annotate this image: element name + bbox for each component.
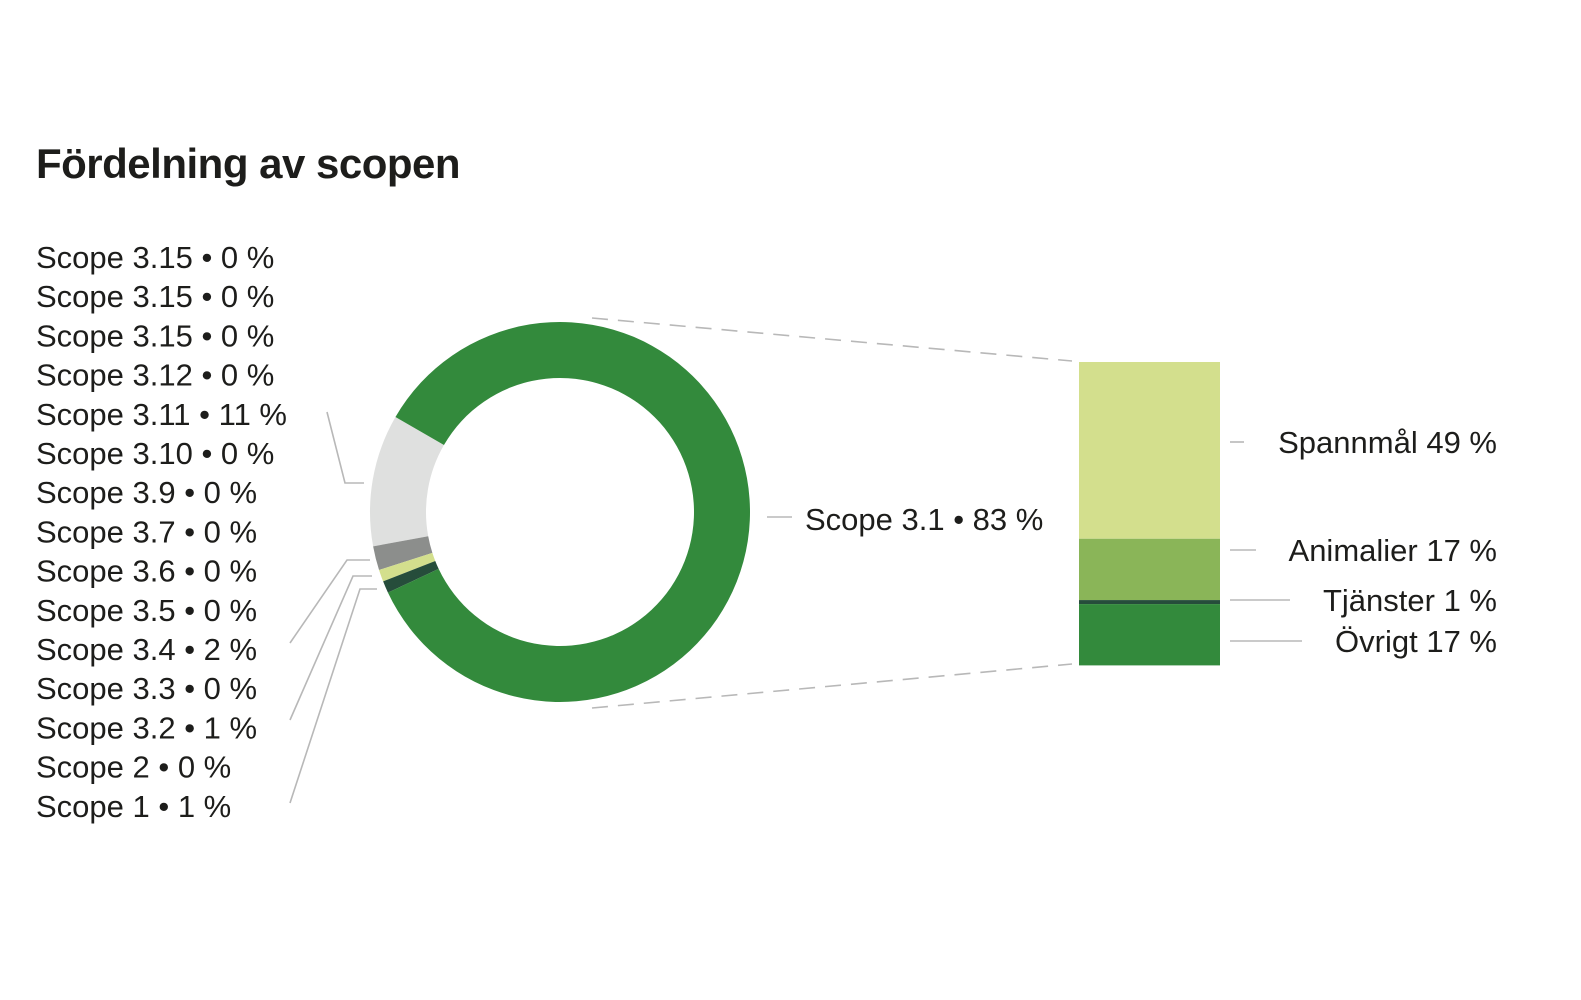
leader-scope-3-2 bbox=[289, 575, 372, 721]
legend-item: Scope 3.2 • 1 % bbox=[36, 710, 257, 745]
legend-item: Scope 3.15 • 0 % bbox=[36, 279, 274, 314]
legend-item: Scope 3.6 • 0 % bbox=[36, 554, 257, 589]
leader-lines bbox=[289, 317, 1073, 804]
legend-item: Scope 3.3 • 0 % bbox=[36, 671, 257, 706]
zoom-connector-top bbox=[591, 317, 1073, 362]
bar-label: Tjänster 1 % bbox=[1323, 583, 1497, 618]
bar-segment-spannmål bbox=[1079, 362, 1220, 539]
legend-item: Scope 3.4 • 2 % bbox=[36, 632, 257, 667]
legend-item: Scope 3.12 • 0 % bbox=[36, 358, 274, 393]
bar-segment-tjänster bbox=[1079, 600, 1220, 605]
leader-scope-3-11 bbox=[326, 411, 364, 484]
bar-segment-övrigt bbox=[1079, 604, 1220, 666]
leader-scope-3-4 bbox=[289, 559, 370, 644]
leader-scope-1 bbox=[289, 588, 377, 804]
legend-item: Scope 3.7 • 0 % bbox=[36, 514, 257, 549]
chart-title: Fördelning av scopen bbox=[36, 140, 461, 187]
legend-item: Scope 3.5 • 0 % bbox=[36, 593, 257, 628]
bar-label: Spannmål 49 % bbox=[1278, 425, 1497, 460]
bar-label: Övrigt 17 % bbox=[1335, 624, 1497, 659]
bar-label: Animalier 17 % bbox=[1289, 533, 1497, 568]
donut-slice-scope-3-2 bbox=[379, 552, 436, 582]
donut-slice-scope-3-4 bbox=[373, 536, 433, 570]
legend-item: Scope 1 • 1 % bbox=[36, 789, 231, 824]
legend-item: Scope 3.15 • 0 % bbox=[36, 318, 274, 353]
legend-item: Scope 3.11 • 11 % bbox=[36, 397, 287, 432]
donut-slice-scope-3-1 bbox=[387, 322, 750, 702]
donut-chart bbox=[370, 322, 750, 702]
donut-slice-scope-1 bbox=[383, 560, 439, 593]
legend-item: Scope 3.9 • 0 % bbox=[36, 475, 257, 510]
legend-item: Scope 3.15 • 0 % bbox=[36, 240, 274, 275]
bar-segment-animalier bbox=[1079, 538, 1220, 601]
donut-slice-scope-3-11 bbox=[370, 417, 444, 547]
stacked-bar: Spannmål 49 % Animalier 17 % Tjänster 1 % Ö… bbox=[1079, 362, 1497, 666]
legend-item: Scope 2 • 0 % bbox=[36, 750, 231, 785]
scope-legend: Scope 3.15 • 0 % Scope 3.15 • 0 % Scope 3.… bbox=[36, 240, 287, 824]
zoom-connector-bottom bbox=[591, 663, 1073, 709]
scope-3-1-label: Scope 3.1 • 83 % bbox=[805, 502, 1043, 537]
legend-item: Scope 3.10 • 0 % bbox=[36, 436, 274, 471]
